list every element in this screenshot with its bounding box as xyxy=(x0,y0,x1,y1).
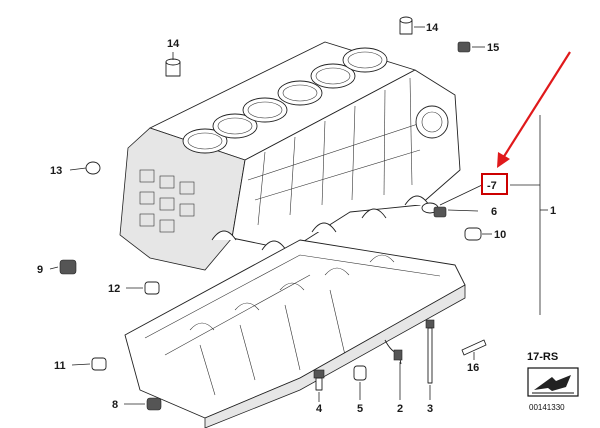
callout-10: 10 xyxy=(494,229,506,241)
callout-4: 4 xyxy=(316,403,323,415)
callout-7: -7 xyxy=(487,180,497,192)
part-6-screw-plug xyxy=(421,202,447,218)
callout-1: 1 xyxy=(550,205,556,217)
leader-lines xyxy=(49,26,548,405)
highlight-arrowhead xyxy=(497,152,510,168)
callout-6: 6 xyxy=(491,206,497,218)
bedplate xyxy=(124,239,466,428)
part-3-long-bolt xyxy=(425,319,435,384)
part-10-sleeve xyxy=(464,227,482,241)
callout-labels: 14 14 15 13 -7 6 1 10 9 12 11 16 8 4 5 2… xyxy=(37,22,556,415)
badge-label: 17-RS xyxy=(527,351,558,363)
callout-15: 15 xyxy=(487,42,499,54)
callout-13: 13 xyxy=(50,165,62,177)
engine-block xyxy=(119,41,461,271)
callout-8: 8 xyxy=(112,399,118,411)
part-9-plug xyxy=(59,259,77,275)
part-14-sleeve-right xyxy=(399,16,413,35)
callout-11: 11 xyxy=(54,360,66,372)
highlight-arrow xyxy=(502,51,571,159)
diagram-code: 00141330 xyxy=(529,403,565,412)
part-11-sleeve xyxy=(91,357,107,371)
part-4-bolt xyxy=(313,369,325,391)
part-8-plug xyxy=(146,397,162,411)
part-13-sleeve xyxy=(85,161,101,175)
callout-2: 2 xyxy=(397,403,403,415)
callout-14-left: 14 xyxy=(167,38,180,50)
callout-5: 5 xyxy=(357,403,363,415)
part-12-sleeve xyxy=(144,281,160,295)
callout-9: 9 xyxy=(37,264,43,276)
part-14-sleeve-left xyxy=(165,58,181,77)
book-arrow-icon xyxy=(534,375,571,391)
highlight-callout-7 xyxy=(481,51,571,195)
part-2-oil-nozzle xyxy=(384,339,403,365)
callout-16: 16 xyxy=(467,362,479,374)
callout-14-right: 14 xyxy=(426,22,439,34)
cylinder-bores xyxy=(182,47,388,154)
diagram-badge: 17-RS 00141330 xyxy=(527,351,579,412)
highlight-box xyxy=(481,173,508,195)
callout-12: 12 xyxy=(108,283,120,295)
callout-3: 3 xyxy=(427,403,433,415)
part-16-pin xyxy=(461,339,487,356)
part-15-plug xyxy=(457,41,471,53)
part-5-sleeve xyxy=(353,365,367,381)
